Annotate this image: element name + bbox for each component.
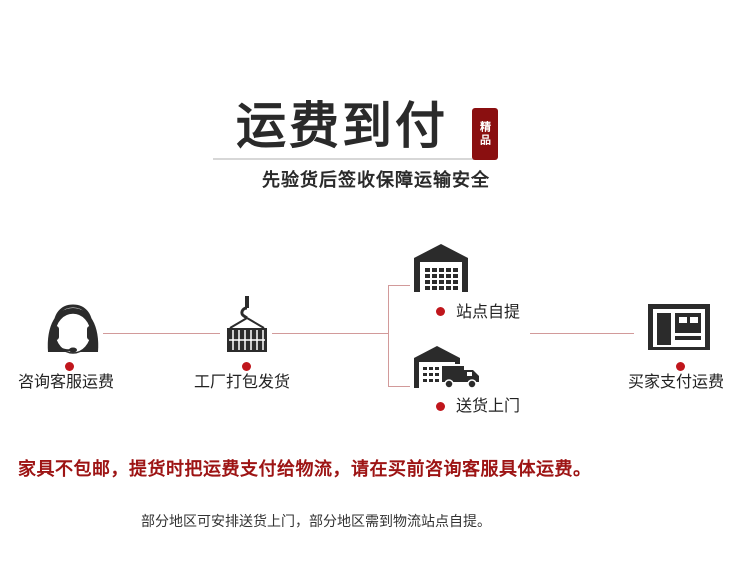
step-dot xyxy=(436,402,445,411)
step-dot xyxy=(676,362,685,371)
step-label-delivery: 送货上门 xyxy=(456,396,521,415)
step-dot xyxy=(436,307,445,316)
branch-line xyxy=(388,285,389,386)
headset-agent-icon xyxy=(40,300,106,360)
shop-building-icon xyxy=(644,302,714,352)
connector-line xyxy=(272,333,388,334)
step-label-pickup: 站点自提 xyxy=(456,302,521,321)
step-label-payment: 买家支付运费 xyxy=(628,372,725,391)
title-underline xyxy=(213,158,475,160)
warehouse-truck-icon xyxy=(412,344,482,390)
step-dot xyxy=(242,362,251,371)
warehouse-icon xyxy=(412,242,470,292)
page-subtitle: 先验货后签收保障运输安全 xyxy=(262,170,490,191)
step-dot xyxy=(65,362,74,371)
crane-package-icon xyxy=(222,296,272,356)
connector-line xyxy=(530,333,634,334)
connector-line xyxy=(103,333,220,334)
shipping-warning: 家具不包邮，提货时把运费支付给物流，请在买前咨询客服具体运费。 xyxy=(18,459,592,480)
branch-line-top xyxy=(388,285,410,286)
step-label-factory: 工厂打包发货 xyxy=(194,372,291,391)
seal-stamp: 精品 xyxy=(472,108,498,160)
page-title: 运费到付 xyxy=(236,96,448,155)
step-label-customer-service: 咨询客服运费 xyxy=(18,372,115,391)
delivery-note: 部分地区可安排送货上门，部分地区需到物流站点自提。 xyxy=(141,514,491,530)
branch-line-bottom xyxy=(388,386,410,387)
